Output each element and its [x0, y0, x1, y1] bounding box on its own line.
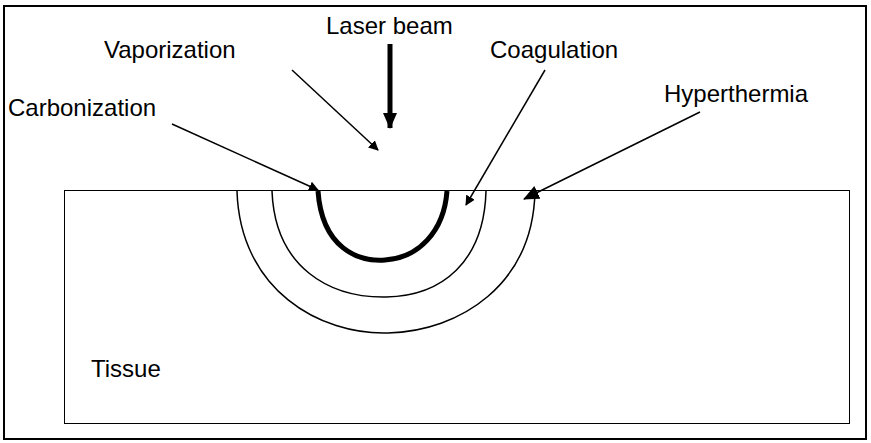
coagulation-zone: [272, 191, 486, 297]
zone-label: Coagulation: [490, 36, 618, 64]
zone-label: Carbonization: [8, 94, 156, 122]
leader-line: [172, 124, 318, 190]
hyperthermia-zone: [237, 191, 535, 333]
leader-line: [292, 70, 378, 150]
zone-label: Vaporization: [104, 36, 236, 64]
beam-label: Laser beam: [326, 12, 453, 40]
outer-frame: [4, 6, 866, 439]
carbonization-layer: [318, 191, 447, 260]
laser-arrow: [388, 44, 393, 128]
tissue-label: Tissue: [91, 355, 161, 383]
leader-line: [466, 70, 545, 205]
leader-line: [524, 112, 700, 199]
zone-label: Hyperthermia: [664, 80, 808, 108]
tissue-block: Tissue: [64, 190, 850, 424]
